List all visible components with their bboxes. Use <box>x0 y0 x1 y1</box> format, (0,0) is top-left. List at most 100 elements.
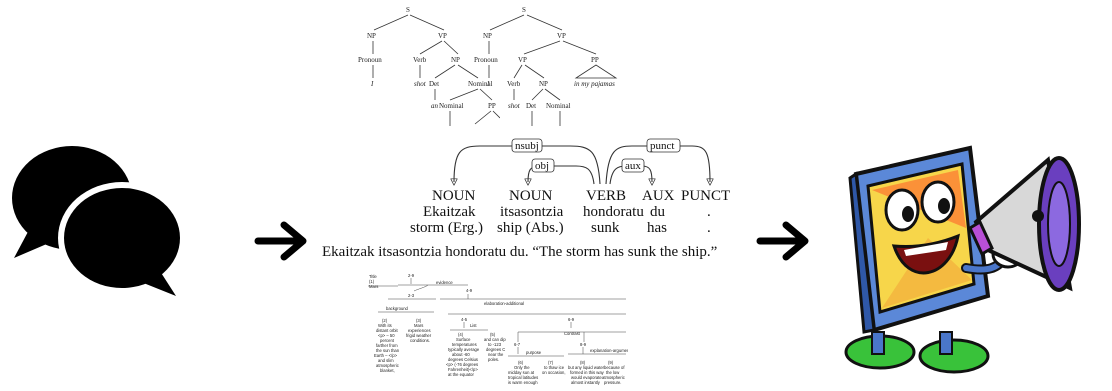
pos-tag: PUNCT <box>681 188 730 204</box>
svg-text:at the equator: at the equator <box>448 372 474 377</box>
svg-text:(8): (8) <box>580 360 586 365</box>
rst-segment-7: (7) to thaw ice on occasion, <box>542 360 566 375</box>
svg-text:frigid weather: frigid weather <box>406 333 432 338</box>
tree-node: VP <box>438 32 447 40</box>
constituency-tree-1: S NP VP Pronoun Verb NP I shot Det Nomin… <box>340 0 501 130</box>
svg-text:almost instantly: almost instantly <box>571 380 601 385</box>
arc-label-obj: obj <box>535 160 549 172</box>
svg-text:distant orbit: distant orbit <box>376 328 398 333</box>
svg-text:to -123: to -123 <box>488 342 502 347</box>
svg-text:on occasion,: on occasion, <box>542 370 566 375</box>
svg-text:explanation-argumentative: explanation-argumentative <box>590 348 628 353</box>
tree-node: Pronoun <box>474 56 498 64</box>
svg-text:pressure.: pressure. <box>604 380 621 385</box>
svg-text:Mars: Mars <box>414 323 423 328</box>
rst-segment-9: (9) because of the low atmospheric press… <box>602 360 625 385</box>
tree-node: Verb <box>507 80 521 88</box>
tree-leaf: I <box>486 80 490 88</box>
rst-discourse-tree: Title (1) Mars 2-9 evidence 2-3 4-9 back… <box>368 272 640 386</box>
arc-label-nsubj: nsubj <box>515 140 539 152</box>
svg-text:Earth – </p>: Earth – </p> <box>374 353 398 358</box>
svg-text:the sun than: the sun than <box>376 348 400 353</box>
svg-text:midday sun at: midday sun at <box>508 370 535 375</box>
svg-text:Contrast: Contrast <box>564 331 581 336</box>
dependency-parse: nsubj obj punct aux NOUN NOUN VERB AUX P… <box>410 132 730 238</box>
svg-text:6-7: 6-7 <box>514 342 521 347</box>
token-word: itsasontzia <box>500 204 564 220</box>
svg-text:(1): (1) <box>369 279 375 284</box>
svg-text:tropical latitudes: tropical latitudes <box>508 375 538 380</box>
right-arrow-icon <box>756 220 810 262</box>
svg-text:elaboration-additional: elaboration-additional <box>484 301 524 306</box>
token-word: hondoratu <box>583 204 644 220</box>
tree-node: S <box>406 6 410 14</box>
tree-node: NP <box>483 32 492 40</box>
tree-node: PP <box>591 56 599 64</box>
tree-node: Verb <box>413 56 427 64</box>
tree-leaf: in my pajamas <box>574 80 615 88</box>
svg-text:the low: the low <box>606 370 620 375</box>
rst-segment-5: (5) and can dip to -123 degrees C near t… <box>484 332 506 362</box>
svg-text:Fahrenheit)</p>: Fahrenheit)</p> <box>448 367 478 372</box>
svg-text:List: List <box>470 323 477 328</box>
svg-text:2-9: 2-9 <box>408 273 415 278</box>
svg-text:(4): (4) <box>458 332 464 337</box>
svg-text:Surface: Surface <box>456 337 471 342</box>
svg-text:4-5: 4-5 <box>461 317 468 322</box>
pos-tag: NOUN <box>432 188 475 204</box>
tree-leaf: shot <box>508 102 521 110</box>
svg-text:6-9: 6-9 <box>568 317 575 322</box>
megaphone-computer-icon <box>838 118 1108 380</box>
tree-node: VP <box>518 56 527 64</box>
svg-text:degrees C: degrees C <box>486 347 505 352</box>
token-word: Ekaitzak <box>423 204 476 220</box>
svg-text:4-9: 4-9 <box>466 288 473 293</box>
right-arrow-icon <box>254 220 308 262</box>
tree-node: Nominal <box>546 102 571 110</box>
constituency-tree-2: S NP VP Pronoun VP PP I Verb NP in my pa… <box>470 0 630 130</box>
token-gloss: has <box>647 220 667 236</box>
svg-text:typically average: typically average <box>448 347 480 352</box>
svg-text:(3): (3) <box>416 318 422 323</box>
rst-segment-8: (8) but any liquid water formed in this … <box>568 360 605 385</box>
svg-text:8-9: 8-9 <box>580 342 587 347</box>
svg-text:(7): (7) <box>548 360 554 365</box>
rst-segment-2: (2) With its distant orbit <p> – 50 perc… <box>374 318 400 373</box>
tree-leaf: an <box>431 102 439 110</box>
svg-text:atmospheric: atmospheric <box>602 375 625 380</box>
svg-text:With its: With its <box>378 323 392 328</box>
token-word: . <box>707 204 711 220</box>
token-word: du <box>650 204 666 220</box>
svg-text:experiences: experiences <box>408 328 431 333</box>
rst-segment-3: (3) Mars experiences frigid weather cond… <box>406 318 432 343</box>
svg-text:atmospheric: atmospheric <box>376 363 399 368</box>
svg-text:blanket,: blanket, <box>380 368 395 373</box>
svg-text:<p> (-76 degrees: <p> (-76 degrees <box>446 362 478 367</box>
tree-node: Det <box>526 102 536 110</box>
tree-node: NP <box>451 56 460 64</box>
svg-text:because of: because of <box>604 365 625 370</box>
token-gloss: storm (Erg.) <box>410 220 483 236</box>
rst-segment-4: (4) Surface temperatures typically avera… <box>446 332 480 377</box>
tree-node: PP <box>488 102 496 110</box>
rst-segment-6: (6) Only the midday sun at tropical lati… <box>508 360 538 385</box>
svg-text:conditions.: conditions. <box>410 338 430 343</box>
svg-text:poles.: poles. <box>488 357 499 362</box>
svg-text:farther from: farther from <box>376 343 398 348</box>
tree-node: Pronoun <box>358 56 382 64</box>
svg-text:Only the: Only the <box>514 365 530 370</box>
token-gloss: . <box>707 220 711 236</box>
svg-text:about -60: about -60 <box>452 352 470 357</box>
tree-node: Nominal <box>468 80 493 88</box>
svg-text:(5): (5) <box>490 332 496 337</box>
tree-leaf: shot <box>414 80 427 88</box>
example-sentence: Ekaitzak itsasontzia hondoratu du. “The … <box>322 244 718 260</box>
svg-text:background: background <box>386 306 409 311</box>
pos-tag: AUX <box>642 188 675 204</box>
svg-text:and slim: and slim <box>378 358 394 363</box>
tree-node: VP <box>557 32 566 40</box>
speech-bubbles-icon <box>8 140 186 298</box>
tree-node: NP <box>367 32 376 40</box>
svg-text:degrees Celsius: degrees Celsius <box>448 357 478 362</box>
token-gloss: ship (Abs.) <box>497 220 564 236</box>
